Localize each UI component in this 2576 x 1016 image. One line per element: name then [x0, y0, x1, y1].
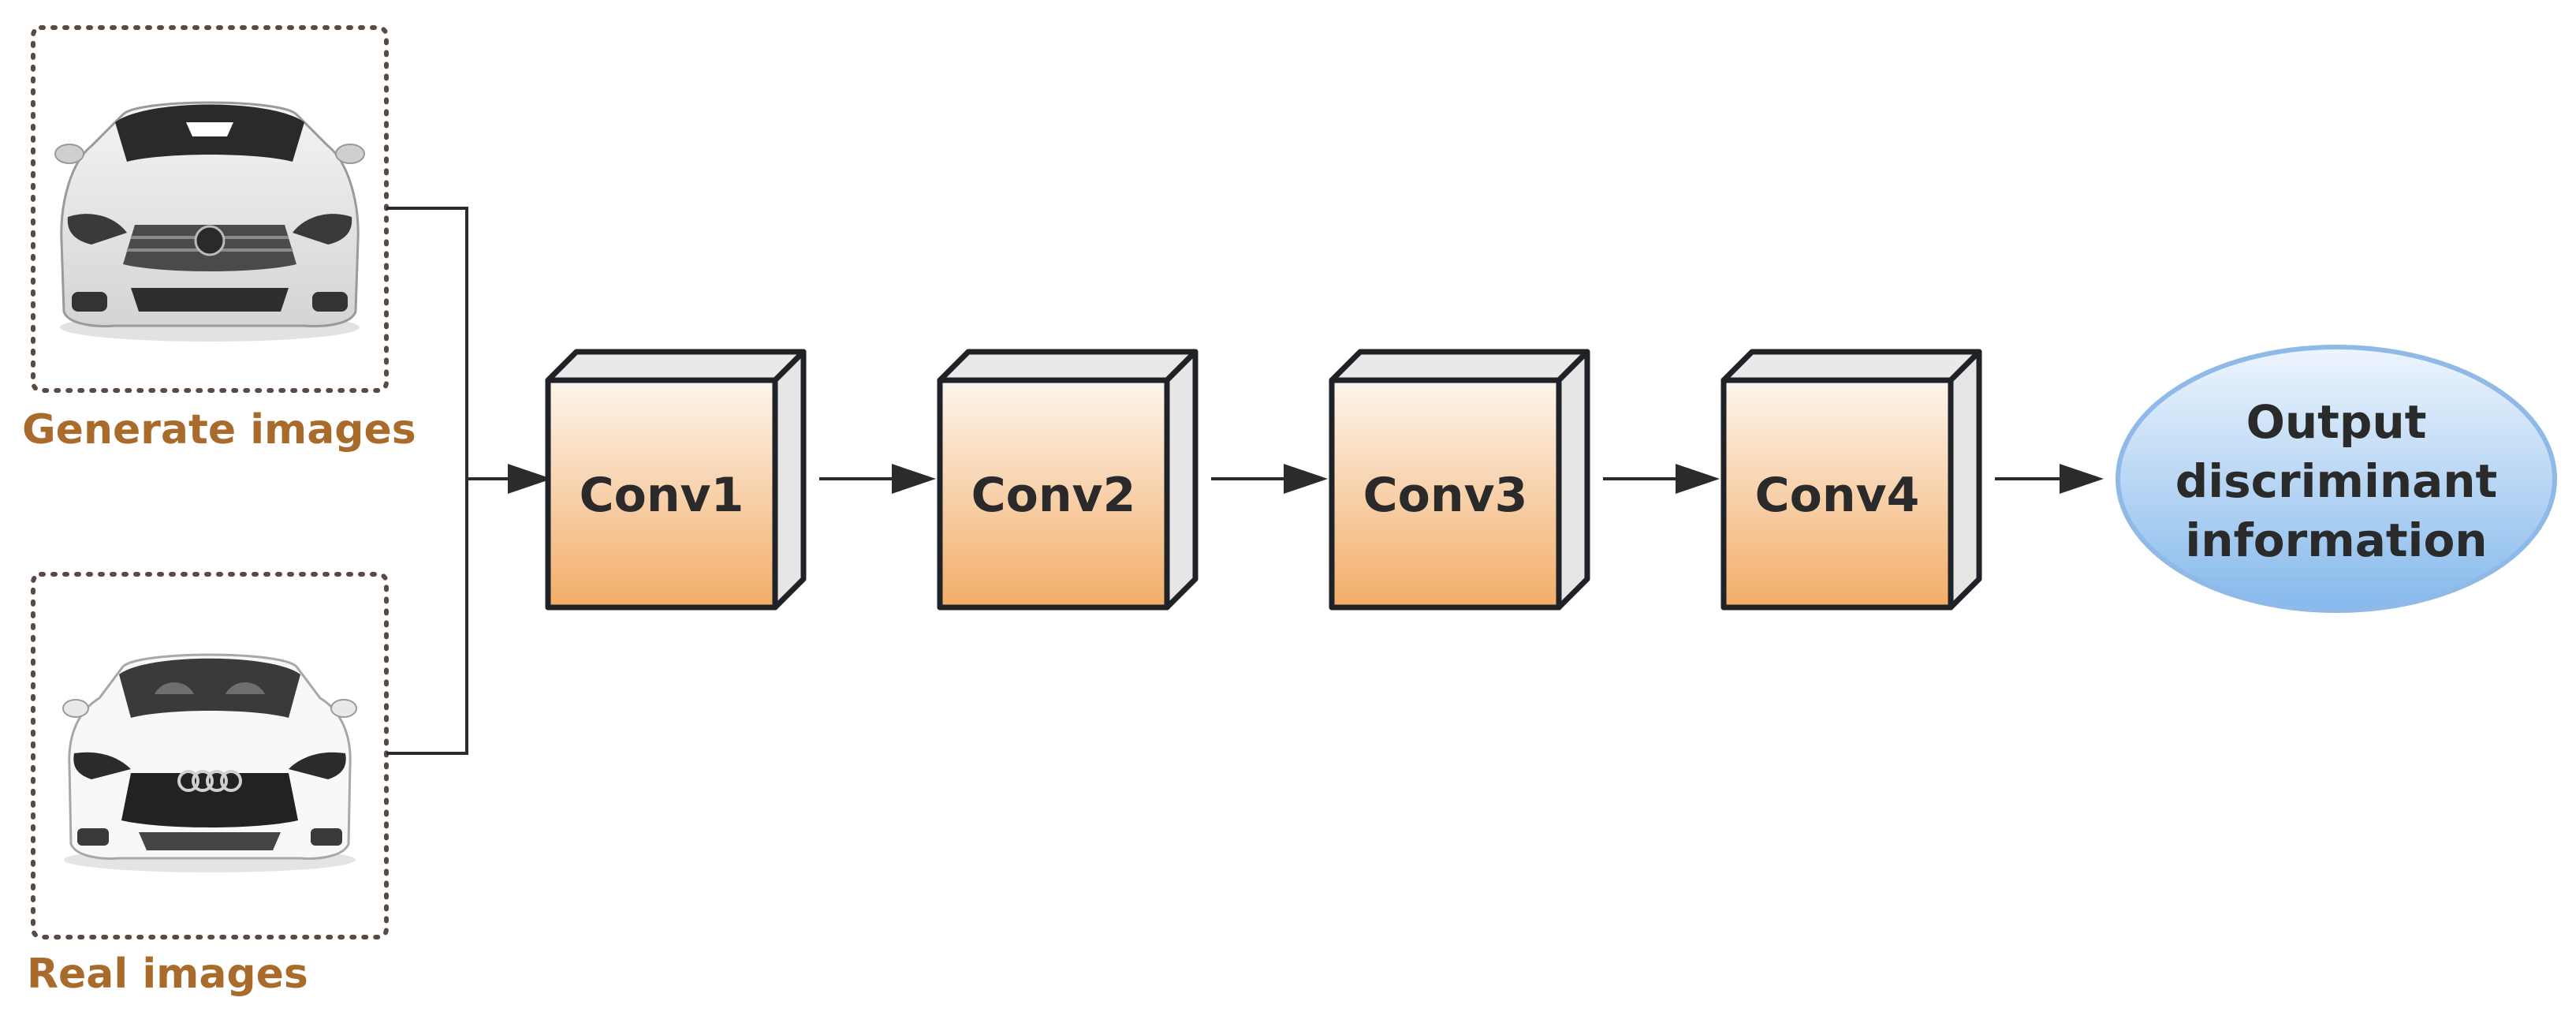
conv3-label: Conv3 [1363, 468, 1528, 523]
real-car-image [62, 653, 357, 872]
conv2-side-face [1164, 349, 1199, 611]
conv3-front-face [1329, 377, 1562, 611]
output-ellipse [2116, 345, 2557, 613]
output-node: Output discriminant information [2116, 345, 2557, 613]
conv3-top-face [1329, 349, 1590, 383]
arrow-to-conv1 [508, 464, 552, 494]
arrow-after-conv2 [1211, 464, 1328, 494]
conv-layers: Conv1 Conv2 Conv3 Conv4 [545, 349, 2104, 611]
generated-car-image [54, 101, 365, 342]
conv4-block: Conv4 [1720, 349, 1982, 611]
conv1-side-face [772, 349, 807, 611]
conv2-top-face [937, 349, 1199, 383]
conv4-side-face [1948, 349, 1982, 611]
output-line-1: Output [2246, 395, 2427, 449]
arrow-after-conv4 [1995, 464, 2104, 494]
arrow-after-conv1 [819, 464, 936, 494]
conv1-block: Conv1 [545, 349, 807, 611]
output-line-2: discriminant [2175, 454, 2498, 508]
conv4-top-face [1720, 349, 1982, 383]
generated-images-label: Generate images [22, 406, 416, 454]
conv4-label: Conv4 [1755, 468, 1920, 523]
conv2-front-face [937, 377, 1170, 611]
conv3-side-face [1556, 349, 1590, 611]
conv1-label: Conv1 [580, 468, 744, 523]
conv2-block: Conv2 [937, 349, 1199, 611]
conv3-block: Conv3 [1329, 349, 1590, 611]
arrow-after-conv3 [1603, 464, 1720, 494]
conv1-front-face [545, 377, 778, 611]
conv4-front-face [1720, 377, 1954, 611]
real-images-label: Real images [27, 951, 308, 998]
real-images-frame [31, 572, 389, 939]
input-merge-connector [386, 207, 513, 755]
output-line-3: information [2185, 514, 2487, 567]
real-images-panel: Real images [27, 572, 389, 998]
conv1-top-face [545, 349, 807, 383]
generated-images-panel: Generate images [22, 25, 416, 454]
conv2-label: Conv2 [971, 468, 1136, 523]
